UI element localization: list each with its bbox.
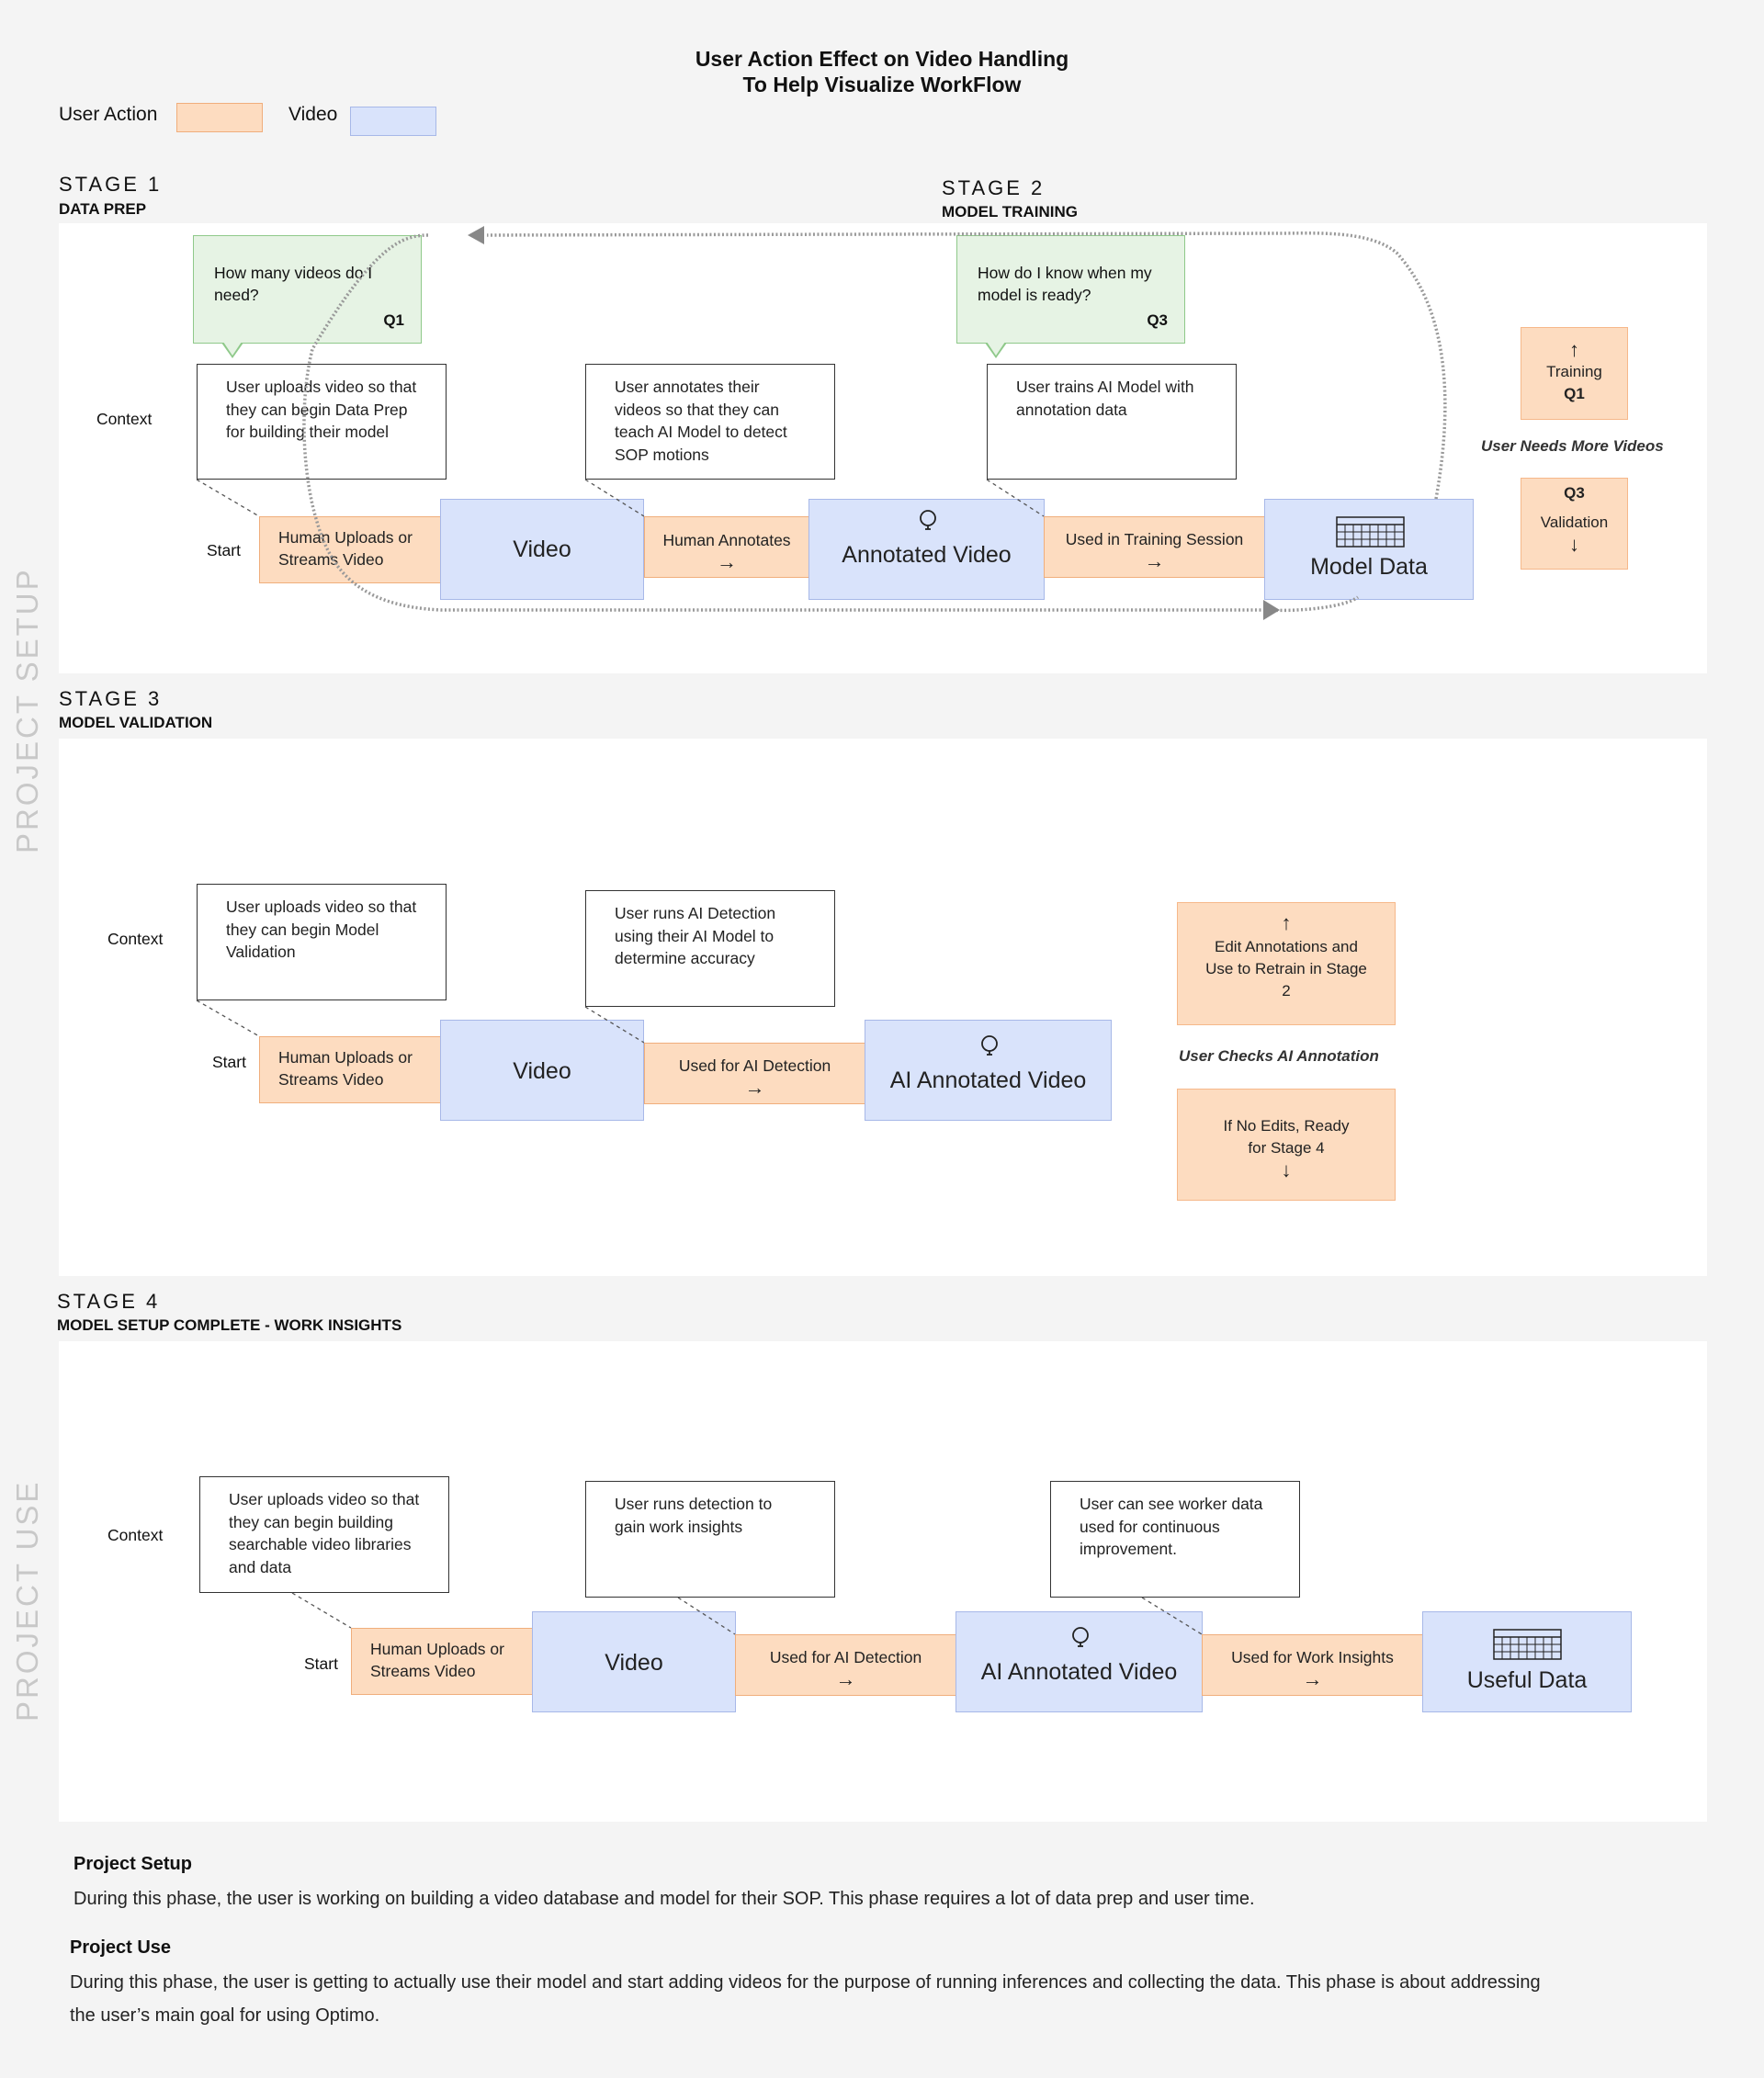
stage2-number: STAGE 2 <box>942 176 1046 199</box>
stage3-context-label: Context <box>107 930 164 948</box>
training-session-label: Used in Training Session <box>1065 530 1244 548</box>
stage3-video-node: Video <box>440 1020 644 1121</box>
validation-label: Validation <box>1540 514 1609 531</box>
down-arrow-icon: ↓ <box>1281 1158 1292 1181</box>
legend-user-action-swatch <box>176 103 263 132</box>
diagram-title: User Action Effect on Video Handling To … <box>0 46 1764 97</box>
stage4-subtitle: MODEL SETUP COMPLETE - WORK INSIGHTS <box>57 1316 402 1334</box>
stage3-panel <box>59 739 1707 1276</box>
stage1-number: STAGE 1 <box>59 173 163 196</box>
stage4-action-insights: Used for Work Insights → <box>1202 1634 1423 1696</box>
ai-annotated-video-label: AI Annotated Video <box>980 1659 1178 1685</box>
stage2-subtitle: MODEL TRAINING <box>942 203 1078 220</box>
project-setup-side-label: PROJECT SETUP <box>10 567 44 853</box>
footer-setup-title: Project Setup <box>74 1854 192 1874</box>
stage4-useful-data-node: Useful Data <box>1422 1611 1632 1712</box>
right-arrow-icon: → <box>744 1076 765 1099</box>
detection-label: Used for AI Detection <box>769 1648 922 1666</box>
up-arrow-icon: ↑ <box>1569 338 1579 361</box>
training-q-label: Q1 <box>1564 385 1585 402</box>
stage1-context-label: Context <box>96 410 153 428</box>
right-arrow-icon: → <box>835 1667 856 1690</box>
stage3-context-detection: User runs AI Detection using their AI Mo… <box>585 890 835 1007</box>
stage3-context-upload: User uploads video so that they can begi… <box>197 884 447 1000</box>
validation-q-label: Q3 <box>1564 484 1585 502</box>
training-loop-box: ↑ Training Q1 <box>1521 327 1628 420</box>
stage4-start-label: Start <box>304 1654 338 1673</box>
q1-id: Q1 <box>383 311 404 329</box>
training-label: Training <box>1546 363 1602 380</box>
project-use-side-label: PROJECT USE <box>10 1479 44 1722</box>
stage4-number: STAGE 4 <box>57 1290 161 1313</box>
table-grid-icon <box>1493 1629 1562 1660</box>
legend-video-swatch <box>350 107 436 136</box>
q3-text: How do I know when my model is ready? <box>978 264 1152 304</box>
stage1-start-label: Start <box>207 541 241 559</box>
stage3-action-upload: Human Uploads or Streams Video <box>259 1036 441 1103</box>
annotate-label: Human Annotates <box>662 531 791 549</box>
stage4-video-node: Video <box>532 1611 736 1712</box>
stage1-question-q1: How many videos do I need? Q1 <box>193 235 422 358</box>
footer-use-text-line2: the user’s main goal for using Optimo. <box>70 2005 380 2026</box>
stage1-action-training: Used in Training Session → <box>1044 516 1265 578</box>
footer-use-text-line1: During this phase, the user is getting t… <box>70 1972 1541 1993</box>
stage1-context-upload: User uploads video so that they can begi… <box>197 364 447 480</box>
legend-video-label: Video <box>288 104 338 125</box>
edit-annotations-box: ↑ Edit Annotations and Use to Retrain in… <box>1177 902 1396 1025</box>
lightbulb-icon <box>920 510 936 530</box>
ai-annotated-video-label: AI Annotated Video <box>889 1067 1087 1093</box>
work-insights-label: Used for Work Insights <box>1231 1648 1394 1666</box>
stage3-ai-annotated-video-node: AI Annotated Video <box>865 1020 1112 1121</box>
stage4-context-detection: User runs detection to gain work insight… <box>585 1481 835 1598</box>
stage4-context-insights: User can see worker data used for contin… <box>1050 1481 1300 1598</box>
stage3-action-detection: Used for AI Detection → <box>644 1043 865 1104</box>
stage3-subtitle: MODEL VALIDATION <box>59 714 213 731</box>
user-checks-ai-annotation: User Checks AI Annotation <box>1179 1047 1379 1065</box>
q3-id: Q3 <box>1147 311 1168 329</box>
lightbulb-icon <box>981 1035 998 1056</box>
stage1-context-annotate: User annotates their videos so that they… <box>585 364 835 480</box>
title-line-1: User Action Effect on Video Handling <box>695 47 1069 71</box>
stage1-subtitle: DATA PREP <box>59 200 147 218</box>
stage1-model-data-node: Model Data <box>1264 499 1474 600</box>
stage3-number: STAGE 3 <box>59 687 163 710</box>
lightbulb-icon <box>1072 1627 1089 1647</box>
up-arrow-icon: ↑ <box>1281 911 1292 934</box>
right-arrow-icon: → <box>717 550 737 573</box>
table-grid-icon <box>1336 516 1405 548</box>
stage4-action-upload: Human Uploads or Streams Video <box>351 1628 533 1695</box>
no-edits-box: If No Edits, Ready for Stage 4 ↓ <box>1177 1089 1396 1201</box>
edit-annotations-label: Edit Annotations and Use to Retrain in S… <box>1205 938 1367 999</box>
model-data-label: Model Data <box>1310 554 1428 580</box>
down-arrow-icon: ↓ <box>1569 533 1579 556</box>
footer-setup-text: During this phase, the user is working o… <box>74 1889 1255 1909</box>
stage4-context-label: Context <box>107 1526 164 1544</box>
stage1-annotated-video-node: Annotated Video <box>808 499 1045 600</box>
stage4-action-detection: Used for AI Detection → <box>735 1634 956 1696</box>
stage1-action-annotate: Human Annotates → <box>644 516 809 578</box>
stage1-action-upload: Human Uploads or Streams Video <box>259 516 441 583</box>
stage2-question-q3: How do I know when my model is ready? Q3 <box>956 235 1185 358</box>
title-line-2: To Help Visualize WorkFlow <box>742 73 1022 96</box>
stage3-start-label: Start <box>212 1053 246 1071</box>
stage2-context-train: User trains AI Model with annotation dat… <box>987 364 1237 480</box>
right-arrow-icon: → <box>1144 549 1165 572</box>
validation-box: Q3 Validation ↓ <box>1521 478 1628 570</box>
q1-text: How many videos do I need? <box>214 264 373 304</box>
footer-use-title: Project Use <box>70 1937 172 1958</box>
stage4-ai-annotated-video-node: AI Annotated Video <box>956 1611 1203 1712</box>
user-needs-more-videos: User Needs More Videos <box>1481 437 1664 455</box>
right-arrow-icon: → <box>1302 1667 1323 1690</box>
detection-label: Used for AI Detection <box>678 1056 831 1075</box>
stage1-video-node: Video <box>440 499 644 600</box>
stage4-context-upload: User uploads video so that they can begi… <box>199 1476 449 1593</box>
useful-data-label: Useful Data <box>1466 1667 1588 1693</box>
legend-user-action-label: User Action <box>59 104 158 125</box>
annotated-video-label: Annotated Video <box>842 542 1012 568</box>
no-edits-label: If No Edits, Ready for Stage 4 <box>1223 1117 1350 1157</box>
